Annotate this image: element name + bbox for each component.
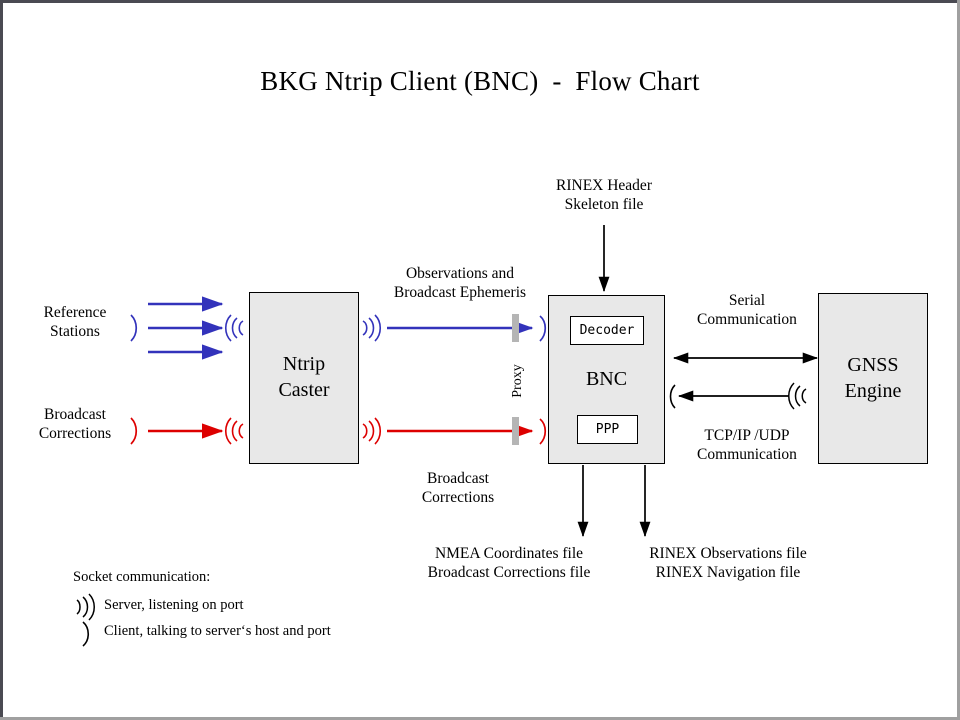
node-bnc-ppp[interactable]: PPP [577,415,638,444]
client-socket-icon-broadcast-corrections [130,417,138,445]
node-bnc-decoder-label: Decoder [579,323,635,338]
frame-border-right [957,0,960,720]
frame-border-bottom [0,717,960,720]
tcpip-communication-label: TCP/IP /UDP Communication [697,427,797,464]
client-socket-icon-legend [82,621,90,647]
frame-border-top [0,0,960,3]
observations-ephemeris-label: Observations and Broadcast Ephemeris [393,265,527,302]
proxy-bar-corrections [512,417,519,445]
node-gnss-engine[interactable]: GNSS Engine [818,293,928,464]
node-bnc-decoder[interactable]: Decoder [570,316,644,345]
broadcast-corrections-edge-label: Broadcast Corrections [421,470,495,507]
node-bnc-ppp-label: PPP [595,422,620,437]
reference-stations-label: Reference Stations [43,304,107,341]
client-socket-icon-bnc-tcpip [669,384,676,409]
server-socket-icon-caster-in-corr [224,417,244,445]
client-socket-icon-bnc-obs [539,315,547,342]
diagram-canvas: BKG Ntrip Client (BNC) - Flow Chart [3,3,957,717]
legend-client-text: Client, talking to server‘s host and por… [104,623,331,639]
nmea-output-label: NMEA Coordinates file Broadcast Correcti… [427,545,591,582]
legend-server-text: Server, listening on port [104,597,244,613]
client-socket-icon-reference-stations [130,314,138,342]
node-ntrip-caster[interactable]: Ntrip Caster [249,292,359,464]
reference-stations-arrows [148,296,224,360]
server-socket-icon-caster-out-corr [362,417,382,445]
node-ntrip-caster-label: Ntrip Caster [278,353,330,401]
proxy-bar-observations [512,314,519,342]
proxy-label: Proxy [510,364,525,398]
server-socket-icon-legend [76,593,95,621]
frame-border-left [0,0,3,720]
node-gnss-engine-label: GNSS Engine [844,353,902,402]
server-socket-icon-caster-in-obs [224,314,244,342]
node-bnc-label: BNC [585,367,628,390]
server-socket-icon-caster-out-obs [362,314,382,342]
legend-title: Socket communication: [73,569,211,585]
server-socket-icon-gnss-tcpip [788,382,807,410]
client-socket-icon-bnc-corr [539,418,547,445]
broadcast-corrections-source-label: Broadcast Corrections [38,406,112,443]
page-title: BKG Ntrip Client (BNC) - Flow Chart [260,66,700,96]
serial-communication-label: Serial Communication [697,292,797,329]
rinex-header-skeleton-label: RINEX Header Skeleton file [556,177,652,214]
rinex-output-label: RINEX Observations file RINEX Navigation… [649,545,807,582]
